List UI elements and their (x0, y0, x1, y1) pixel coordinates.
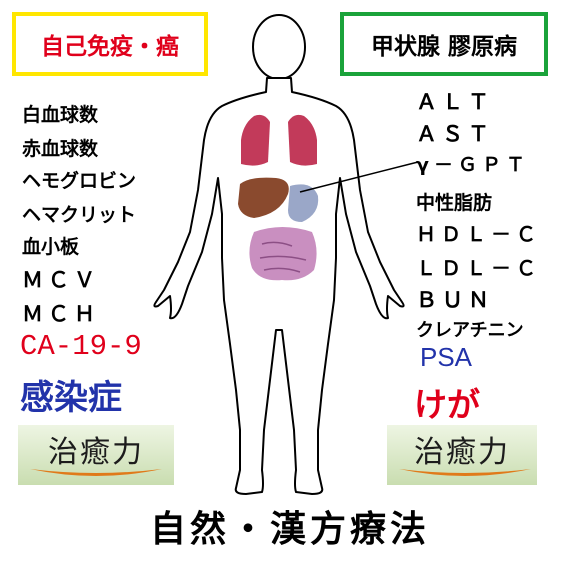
label-hdl-c: ＨＤＬ－Ｃ (416, 222, 541, 246)
immune-cancer-label-box: 自己免疫・癌 (12, 12, 208, 76)
label-wbc: 白血球数 (22, 104, 99, 126)
pointer-line (299, 161, 419, 193)
label-ggt: γ－ＧＰＴ (416, 154, 530, 176)
healing-power-text-left: 治癒力 (48, 435, 144, 470)
orange-swoosh-icon (399, 469, 531, 476)
label-mch: ＭＣＨ (22, 302, 100, 326)
right-lung (288, 114, 317, 166)
label-ldl-c: ＬＤＬ－Ｃ (416, 256, 541, 280)
liver (238, 177, 289, 218)
label-hematocrit: ヘマクリット (22, 204, 137, 226)
healing-power-badge-right: 治癒力 (387, 425, 537, 485)
label-creatinine: クレアチニン (416, 320, 524, 341)
healing-power-text-right: 治癒力 (414, 435, 510, 470)
label-hemoglobin: ヘモグロビン (22, 170, 137, 192)
label-triglyceride: 中性脂肪 (416, 192, 493, 214)
thyroid-collagen-label-box: 甲状腺 膠原病 (340, 12, 548, 76)
natural-kampo-therapy-title: 自然・漢方療法 (149, 509, 430, 550)
label-injury: けが (414, 385, 480, 424)
orange-swoosh-icon (30, 469, 162, 476)
thyroid-collagen-label: 甲状腺 膠原病 (370, 34, 517, 60)
intestines (249, 227, 317, 281)
label-mcv: ＭＣＶ (22, 268, 100, 292)
label-psa: PSA (420, 342, 473, 372)
left-lung (241, 114, 270, 166)
label-platelets: 血小板 (22, 236, 80, 258)
healing-power-badge-left: 治癒力 (18, 425, 174, 485)
stomach (288, 184, 319, 222)
label-ca-19-9: CA-19-9 (20, 330, 142, 363)
label-ast: ＡＳＴ (416, 122, 494, 146)
label-rbc: 赤血球数 (22, 138, 99, 160)
label-bun: ＢＵＮ (416, 288, 494, 312)
label-alt: ＡＬＴ (416, 90, 494, 114)
immune-cancer-label: 自己免疫・癌 (41, 34, 179, 60)
label-infection: 感染症 (20, 378, 122, 418)
